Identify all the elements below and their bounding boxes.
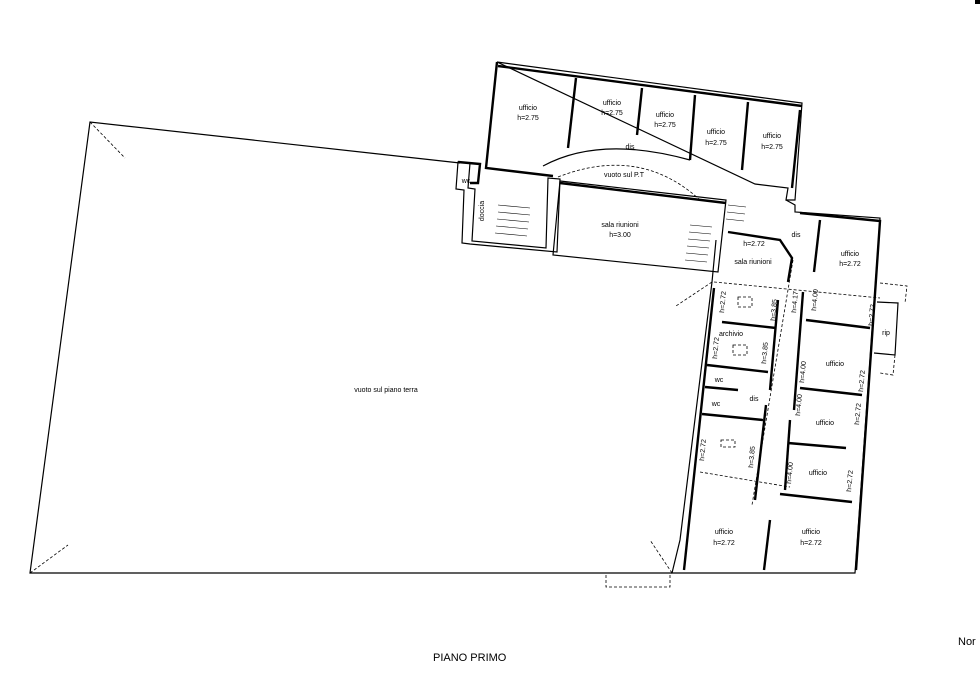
room-height: h=2.75 xyxy=(517,115,539,122)
corridor-label: dis xyxy=(750,396,759,403)
room-height: h=2.72 xyxy=(858,370,867,392)
room-height: h=2.72 xyxy=(846,470,855,492)
room-height: h=2.72 xyxy=(699,439,708,461)
room-height: h=4.00 xyxy=(795,394,804,416)
void-diagonal xyxy=(649,539,673,574)
room-height: h=4.00 xyxy=(786,462,795,484)
room-name: sala riunioni xyxy=(734,259,772,266)
wc-label: wc xyxy=(461,178,471,185)
void-diagonal xyxy=(29,544,69,574)
plan-title: PIANO PRIMO xyxy=(433,652,507,664)
north-wing-walls xyxy=(455,61,803,273)
room-height: h=2.72 xyxy=(854,403,863,425)
void-diagonal xyxy=(675,281,713,307)
east-wing-walls xyxy=(671,199,908,574)
room-name: ufficio xyxy=(763,133,781,140)
room-name: ufficio xyxy=(519,105,537,112)
corridor-label: dis xyxy=(792,232,801,239)
room-name: ufficio xyxy=(802,529,820,536)
archive-label: archivio xyxy=(719,331,743,338)
room-height: h=2.72 xyxy=(743,241,765,248)
room-height: h=3.85 xyxy=(748,446,757,468)
room-height: h=3.85 xyxy=(761,342,770,364)
wc-label: wc xyxy=(711,401,721,408)
room-height: h=2.72 xyxy=(800,540,822,547)
corner-mark xyxy=(975,0,980,4)
room-height: h=2.72 xyxy=(712,337,721,359)
room-name: sala riunioni xyxy=(601,222,639,229)
storage-label: rip xyxy=(882,330,890,337)
void-label: vuoto sul piano terra xyxy=(354,387,418,394)
room-height: h=2.75 xyxy=(654,122,676,129)
void-pt-label: vuoto sul P.T xyxy=(604,172,645,179)
north-label: Nor xyxy=(958,636,976,648)
room-height: h=2.72 xyxy=(868,304,877,326)
room-name: ufficio xyxy=(826,361,844,368)
room-height: h=3.00 xyxy=(609,232,631,239)
balcony-outline xyxy=(605,575,671,588)
wc-label: wc xyxy=(714,377,724,384)
room-height: h=2.72 xyxy=(713,540,735,547)
room-height: h=2.72 xyxy=(719,291,728,313)
room-name: ufficio xyxy=(809,470,827,477)
room-name: ufficio xyxy=(707,129,725,136)
room-height: h=4.00 xyxy=(799,361,808,383)
room-height: h=4.17 xyxy=(791,291,800,313)
void-outline xyxy=(29,121,672,574)
void-diagonal xyxy=(89,121,126,159)
room-name: ufficio xyxy=(656,112,674,119)
corridor-label: dis xyxy=(626,144,635,151)
room-name: ufficio xyxy=(841,251,859,258)
room-name: ufficio xyxy=(603,100,621,107)
room-height: h=2.75 xyxy=(761,144,783,151)
room-name: ufficio xyxy=(715,529,733,536)
room-height: h=4.00 xyxy=(811,289,820,311)
room-height: h=2.75 xyxy=(705,140,727,147)
shower-label: doccia xyxy=(479,201,486,221)
room-name: ufficio xyxy=(816,420,834,427)
room-height: h=2.72 xyxy=(839,261,861,268)
room-height: h=3.85 xyxy=(770,299,779,321)
room-height: h=2.75 xyxy=(601,110,623,117)
